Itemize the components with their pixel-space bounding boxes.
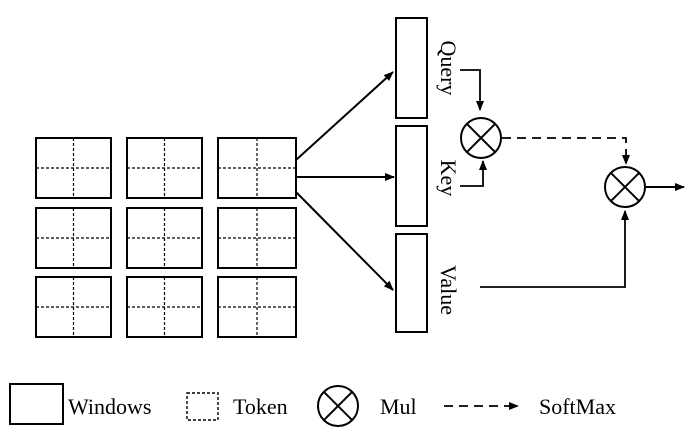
- value-label: Value: [436, 265, 461, 315]
- legend-token-swatch: [186, 392, 219, 421]
- window-r2-c3: [217, 207, 297, 269]
- window-r3-c2: [126, 276, 203, 338]
- arrow-to-query: [295, 71, 394, 161]
- query-box: [395, 17, 428, 119]
- mul-operator-1: [460, 117, 502, 159]
- window-r1-c3: [217, 137, 297, 199]
- window-r1-c2: [126, 137, 203, 199]
- window-r3-c3: [217, 276, 297, 338]
- legend-windows-swatch: [9, 383, 64, 425]
- legend-windows-label: Windows: [68, 394, 151, 419]
- legend: Windows Token Mul SoftMax: [9, 383, 616, 427]
- legend-token-label: Token: [233, 394, 288, 419]
- window-grid: [35, 137, 297, 338]
- key-label: Key: [436, 160, 461, 197]
- softmax-dashed-line: [502, 137, 630, 165]
- window-r3-c1: [35, 276, 112, 338]
- window-r1-c1: [35, 137, 112, 199]
- legend-mul-icon: [317, 385, 359, 427]
- query-to-mul-line: [460, 69, 484, 111]
- arrow-to-value: [295, 191, 394, 291]
- value-box: [395, 233, 428, 333]
- window-r2-c2: [126, 207, 203, 269]
- legend-softmax-label: SoftMax: [539, 394, 616, 419]
- mul-operator-2: [604, 166, 646, 208]
- window-r2-c1: [35, 207, 112, 269]
- legend-mul-label: Mul: [380, 394, 417, 419]
- key-to-mul-line: [460, 160, 487, 187]
- value-to-mul-line: [480, 210, 629, 288]
- key-box: [395, 125, 428, 227]
- query-label: Query: [436, 41, 461, 96]
